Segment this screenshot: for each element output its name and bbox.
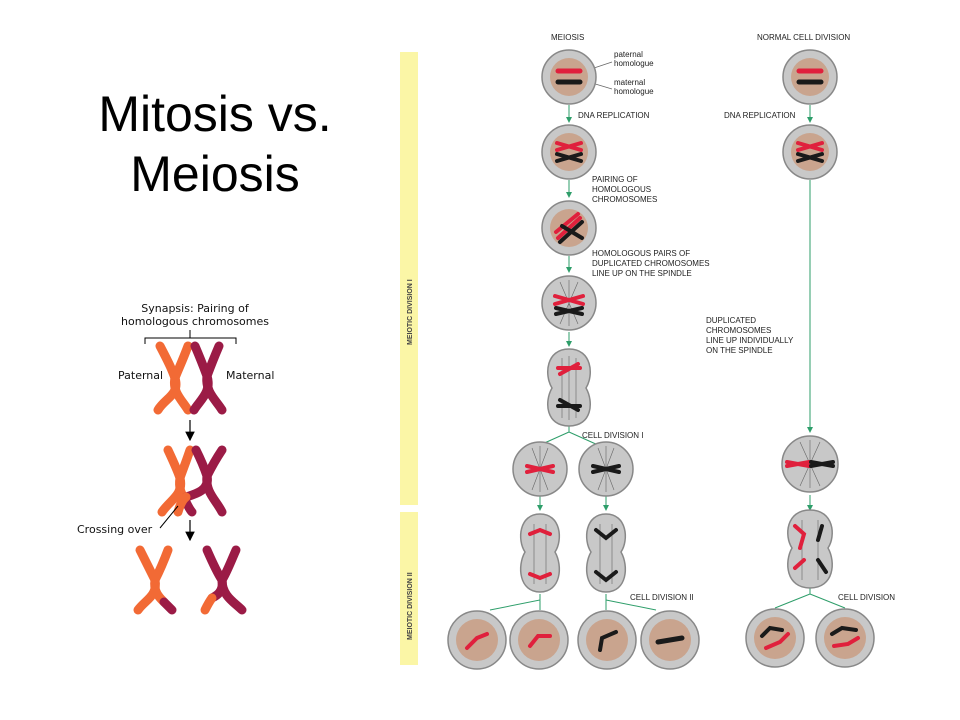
pairing-line-1: PAIRING OF xyxy=(592,175,638,184)
gamete-1 xyxy=(447,610,507,670)
maternal-chromatid xyxy=(202,341,227,415)
duplicated-line-2: CHROMOSOMES xyxy=(706,326,771,335)
paternal-chromatid xyxy=(150,545,173,607)
arrow-split xyxy=(489,594,541,611)
synapsis-header-line-1: Synapsis: Pairing of xyxy=(141,302,250,315)
crossed-segment xyxy=(159,597,177,615)
cell-meiosis-replicated xyxy=(541,124,597,180)
cell-meiosis-div1-right xyxy=(578,441,634,497)
daughter-cell-1 xyxy=(745,608,805,668)
dna-replication-label: DNA REPLICATION xyxy=(578,111,650,120)
cell-meiosis-anaphase-2-left xyxy=(519,513,561,593)
crossed-segment xyxy=(200,593,217,615)
mitosis-dna-replication-label: DNA REPLICATION xyxy=(724,111,796,120)
slide-title: Mitosis vs. Meiosis xyxy=(60,84,370,204)
maternal-chromatid xyxy=(217,545,247,615)
maternal-chromatid xyxy=(202,445,227,517)
band-1-label: MEIOTIC DIVISION I xyxy=(407,279,414,345)
cell-meiosis-div1-left xyxy=(512,441,568,497)
flow-arrows xyxy=(489,105,846,611)
homologous-pair-top xyxy=(153,341,227,415)
paternal-chromatid xyxy=(169,341,193,415)
arrow-split xyxy=(605,594,657,611)
recombinant-chromosomes xyxy=(133,545,247,615)
cell-division-1-label: CELL DIVISION I xyxy=(582,431,644,440)
band-meiotic-division-1 xyxy=(400,52,418,505)
cell-mitosis-replicated xyxy=(782,124,838,180)
pairs-line-3: LINE UP ON THE SPINDLE xyxy=(592,269,692,278)
pairs-line-1: HOMOLOGOUS PAIRS OF xyxy=(592,249,690,258)
mitosis-cells xyxy=(745,49,875,668)
duplicated-line-1: DUPLICATED xyxy=(706,316,756,325)
duplicated-line-3: LINE UP INDIVIDUALLY xyxy=(706,336,794,345)
crossing-over-label: Crossing over xyxy=(77,523,153,536)
cell-mitosis-metaphase xyxy=(781,435,839,493)
band-meiotic-division-2 xyxy=(400,512,418,665)
maternal-homologue-line-1: maternal xyxy=(614,78,645,87)
title-line-2: Meiosis xyxy=(130,146,300,202)
crossed-segment xyxy=(181,497,197,517)
meiosis-heading: MEIOSIS xyxy=(551,33,584,42)
paternal-homologue-line-2: homologue xyxy=(614,59,654,68)
crossing-over-pointer xyxy=(159,505,179,529)
synapsis-header-line-2: homologous chromosomes xyxy=(121,315,269,328)
cell-meiosis-anaphase-1 xyxy=(546,348,592,427)
daughter-cell-2 xyxy=(815,608,875,668)
cell-meiosis-paired xyxy=(541,200,597,256)
paternal-label: Paternal xyxy=(118,369,163,382)
pairing-line-2: HOMOLOGOUS xyxy=(592,185,651,194)
pairing-line-3: CHROMOSOMES xyxy=(592,195,657,204)
cell-meiosis-start xyxy=(541,49,597,105)
arrow-split xyxy=(774,588,846,609)
arrow-split xyxy=(539,425,599,446)
maternal-homologue-line-2: homologue xyxy=(614,87,654,96)
synapsis-diagram: Synapsis: Pairing of homologous chromoso… xyxy=(77,302,274,615)
cell-meiosis-anaphase-2-right xyxy=(585,513,627,593)
cell-division-2-label: CELL DIVISION II xyxy=(630,593,694,602)
maternal-label: Maternal xyxy=(226,369,274,382)
title-line-1: Mitosis vs. xyxy=(98,86,332,142)
cell-mitosis-anaphase xyxy=(787,509,833,589)
synapsis-bracket xyxy=(144,330,237,344)
paternal-homologue-line-1: paternal xyxy=(614,50,643,59)
gamete-3 xyxy=(577,610,637,670)
gamete-4 xyxy=(640,610,700,670)
meiotic-division-bands: MEIOTIC DIVISION I MEIOTIC DIVISION II xyxy=(400,52,418,665)
duplicated-line-4: ON THE SPINDLE xyxy=(706,346,773,355)
cell-division-label: CELL DIVISION xyxy=(838,593,895,602)
homologous-pair-crossing xyxy=(157,445,227,517)
mitosis-labels: NORMAL CELL DIVISION DNA REPLICATION DUP… xyxy=(706,33,895,602)
cell-mitosis-start xyxy=(782,49,838,105)
mitosis-heading: NORMAL CELL DIVISION xyxy=(757,33,850,42)
band-2-label: MEIOTIC DIVISION II xyxy=(407,572,414,640)
pairs-line-2: DUPLICATED CHROMOSOMES xyxy=(592,259,710,268)
cell-meiosis-spindle xyxy=(541,275,597,331)
meiosis-labels: MEIOSIS paternal homologue maternal homo… xyxy=(551,33,710,602)
meiosis-cells xyxy=(447,49,700,670)
gamete-2 xyxy=(509,610,569,670)
crossed-segment xyxy=(173,492,191,517)
